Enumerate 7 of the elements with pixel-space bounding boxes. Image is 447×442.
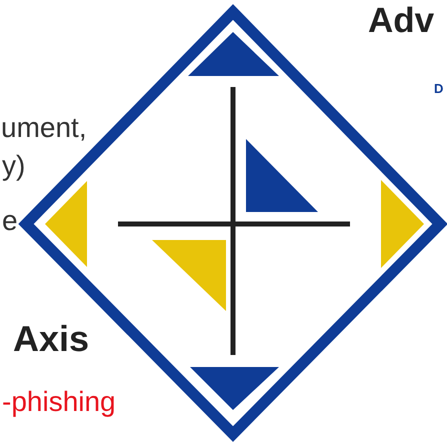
description-text: ument, [1,114,87,142]
subtitle-text: D [434,82,444,95]
axis-heading: Axis [13,321,90,357]
description-text: y) [2,152,26,180]
heading: Adv [368,3,434,38]
description-text: e [2,207,18,235]
example-text: -phishing [2,388,116,416]
